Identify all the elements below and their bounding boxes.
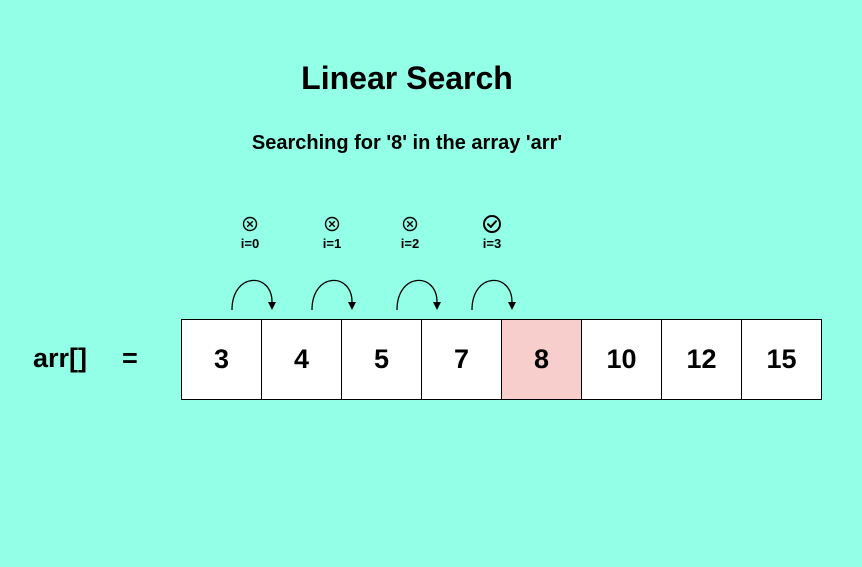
step-arrow-2 [396,279,441,311]
check-circle-icon [483,215,501,233]
step-label: i=3 [482,236,502,251]
step-arrow-1 [311,279,356,311]
array-cell: 10 [582,320,662,399]
array-cell: 12 [662,320,742,399]
array-cell: 15 [742,320,821,399]
diagram-subtitle: Searching for '8' in the array 'arr' [251,132,563,154]
array-cell: 3 [182,320,262,399]
cross-circle-icon [324,216,340,232]
step-label: i=0 [240,236,260,251]
diagram-title: Linear Search [301,60,513,96]
array-cell: 5 [342,320,422,399]
array-cell: 4 [262,320,342,399]
step-marker-3: i=3 [462,214,522,251]
step-marker-1: i=1 [302,216,362,251]
cross-circle-icon [402,216,418,232]
array-label: arr[] [33,343,88,373]
equals-sign: = [122,343,138,373]
step-label: i=2 [400,236,420,251]
cross-circle-icon [242,216,258,232]
array-cell-found: 8 [502,320,582,399]
step-arrow-0 [231,279,276,311]
step-marker-2: i=2 [380,216,440,251]
step-marker-0: i=0 [220,216,280,251]
step-label: i=1 [322,236,342,251]
step-arrow-3 [471,279,516,311]
array-cell: 7 [422,320,502,399]
array-cells: 3 4 5 7 8 10 12 15 [181,319,822,400]
